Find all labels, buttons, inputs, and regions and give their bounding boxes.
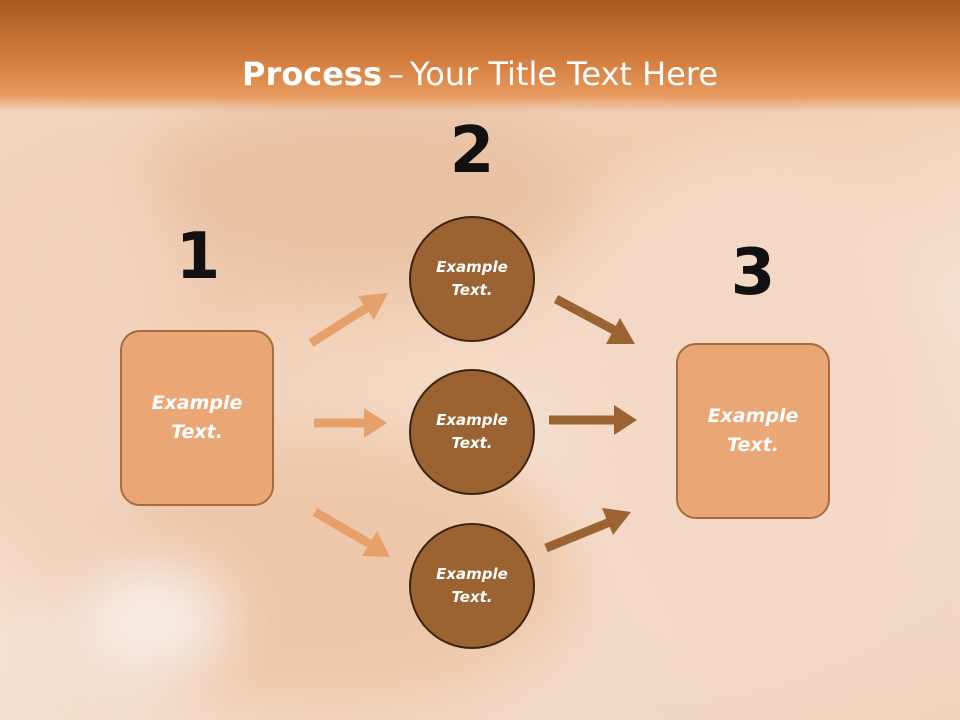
arrow-top-to-right [553,295,635,344]
arrow-bottom-to-right [544,508,631,553]
right-box-text: Example Text. [707,405,799,456]
title-bold-text: Process [242,55,382,93]
title-separator: – [387,55,404,93]
title-bar [0,0,960,112]
bottom-circle-text: Example Text. [436,565,508,606]
top-circle-text: Example Text. [436,258,508,299]
slide-title: Process–Your Title Text Here [0,54,960,94]
step-number-2: 2 [449,114,495,188]
arrow-middle-to-right [549,405,637,435]
arrow-left-to-top [308,293,388,347]
arrow-left-to-middle [314,408,387,438]
right-process-box: Example Text. [676,343,830,519]
background-photo-shape [70,560,230,680]
title-rest-text: Your Title Text Here [409,55,718,93]
left-box-text: Example Text. [151,392,243,443]
left-process-box: Example Text. [120,330,274,506]
step-number-1: 1 [175,220,221,294]
arrow-left-to-bottom [312,508,390,557]
middle-circle: Example Text. [409,369,535,495]
top-circle: Example Text. [409,216,535,342]
step-number-3: 3 [730,236,776,310]
bottom-circle: Example Text. [409,523,535,649]
middle-circle-text: Example Text. [436,411,508,452]
